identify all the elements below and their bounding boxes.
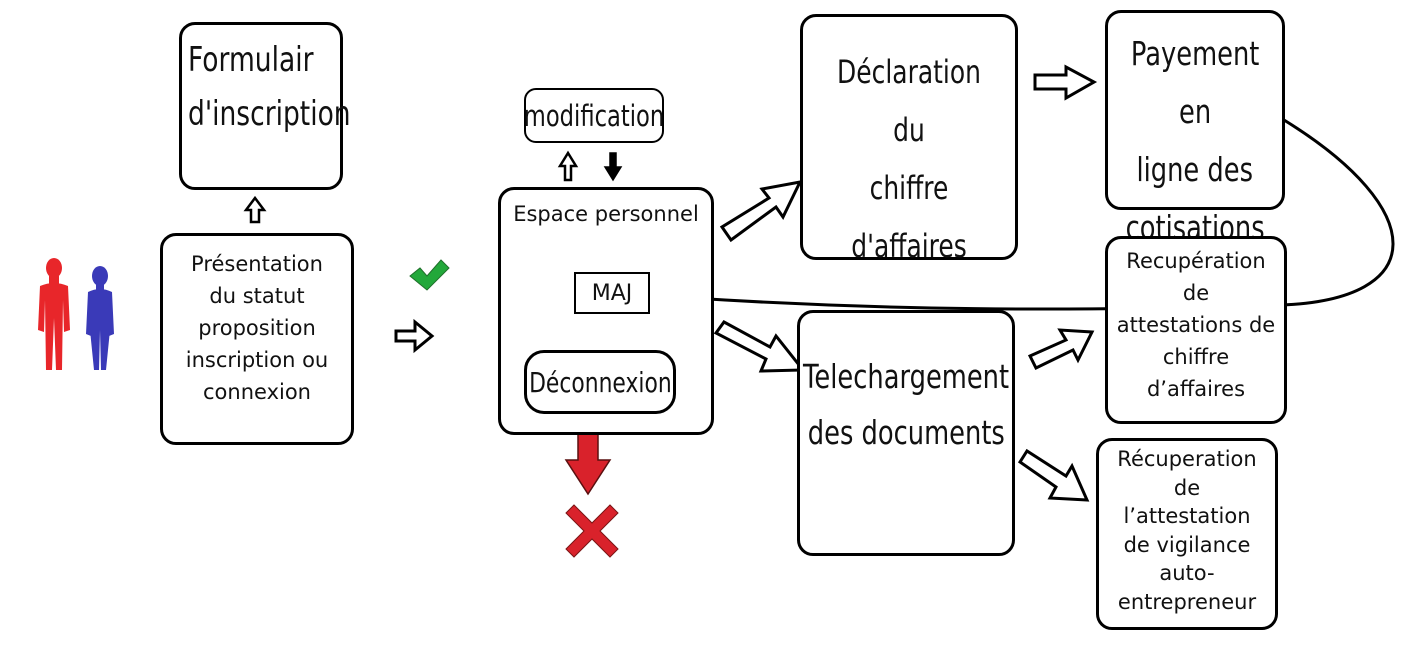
arrow-to-recup-attestations <box>1027 328 1095 370</box>
formulaire-line1: Formulair <box>188 40 314 80</box>
arrow-payement-to-maj <box>691 118 1395 311</box>
arrow-to-payement <box>1033 64 1098 101</box>
presentation-box: Présentation du statut proposition inscr… <box>160 233 354 445</box>
arrow-to-formulaire <box>243 195 267 224</box>
recup-vigilance-line1: Récuperation <box>1117 447 1257 471</box>
cross-icon <box>565 504 619 558</box>
arrow-to-modification <box>557 150 579 182</box>
arrow-to-telechargement <box>713 320 807 373</box>
arrow-to-recup-vigilance <box>1017 448 1090 502</box>
person-red-icon <box>38 258 70 370</box>
formulaire-box: Formulair d'inscription <box>179 22 351 190</box>
payement-line2: ligne des <box>1136 150 1254 189</box>
espace-title: Espace personnel <box>513 202 699 226</box>
arrow-from-modification <box>603 152 623 182</box>
presentation-line1: Présentation <box>191 252 323 276</box>
presentation-line2: du statut <box>209 284 305 308</box>
declaration-line1: Déclaration du <box>837 53 981 149</box>
recup-vigilance-line5: auto- <box>1159 561 1215 585</box>
recup-attestations-box: Recupération de attestations de chiffre … <box>1105 236 1287 424</box>
presentation-line4: inscription ou <box>185 348 329 372</box>
arrow-to-espace <box>394 318 435 354</box>
presentation-line3: proposition <box>198 316 316 340</box>
modification-box: modification <box>524 88 664 143</box>
declaration-box: Déclaration du chiffre d'affaires <box>800 14 1018 265</box>
presentation-line5: connexion <box>203 380 311 404</box>
recup-attestations-line5: d’affaires <box>1146 377 1246 401</box>
recup-attestations-line4: chiffre <box>1162 345 1230 369</box>
person-blue-icon <box>86 266 114 370</box>
modification-label: modification <box>523 98 665 133</box>
telechargement-line1: Telechargement <box>802 357 1010 396</box>
formulaire-line2: d'inscription <box>188 94 351 134</box>
arrow-to-declaration <box>719 179 803 243</box>
payement-box: Payement en ligne des cotisations <box>1105 10 1285 247</box>
recup-vigilance-box: Récuperation de l’attestation de vigilan… <box>1096 438 1278 630</box>
deconnexion-label: Déconnexion <box>528 365 672 399</box>
declaration-line2: chiffre d'affaires <box>851 169 967 265</box>
recup-vigilance-line4: de vigilance <box>1123 532 1251 557</box>
recup-attestations-line2: de <box>1182 281 1210 305</box>
telechargement-line2: des documents <box>807 413 1005 452</box>
recup-vigilance-line2: de <box>1173 475 1201 500</box>
telechargement-box: Telechargement des documents <box>797 310 1015 556</box>
recup-vigilance-line3: l’attestation <box>1123 504 1251 528</box>
recup-attestations-line3: attestations de <box>1116 313 1276 337</box>
maj-label: MAJ <box>591 280 633 306</box>
recup-attestations-line1: Recupération <box>1126 249 1266 273</box>
checkmark-icon <box>409 259 450 291</box>
people-icon <box>38 258 114 370</box>
maj-box: MAJ <box>574 272 650 314</box>
recup-vigilance-line6: entrepreneur <box>1117 589 1257 614</box>
deconnexion-box: Déconnexion <box>524 350 676 414</box>
payement-line1: Payement en <box>1130 34 1260 131</box>
